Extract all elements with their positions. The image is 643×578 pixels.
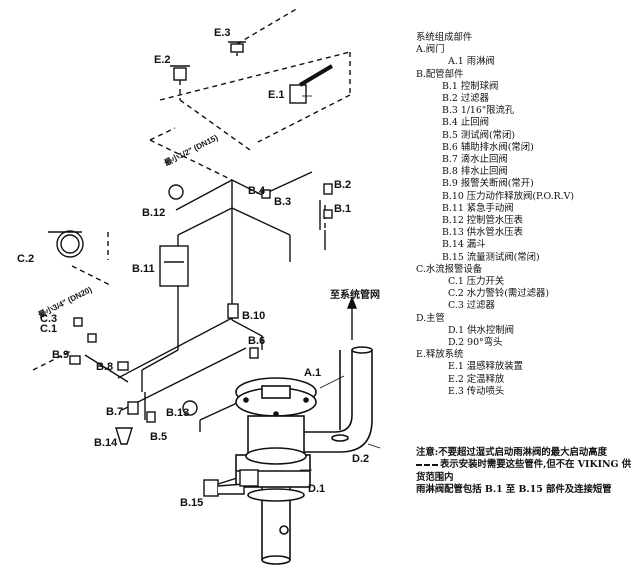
- label-b1: B.1: [334, 203, 351, 215]
- notes: 注意:不要超过湿式启动雨淋阀的最大启动高度 表示安装时需要这些管件,但不在 VI…: [416, 447, 638, 497]
- label-b5: B.5: [150, 431, 167, 443]
- label-b15: B.15: [180, 497, 203, 509]
- b4-check-valve-icon: [261, 189, 271, 199]
- legend-item: B.7 滴水止回阀: [442, 154, 508, 166]
- legend-item: D.1 供水控制阀: [448, 324, 514, 336]
- b15-flow-test-valve-icon: [203, 479, 219, 497]
- label-b2: B.2: [334, 179, 351, 191]
- legend-item: E.3 传动喷头: [448, 385, 505, 397]
- label-b13: B.13: [166, 407, 189, 419]
- legend-item: B.10 压力动作释放阀(P.O.R.V): [442, 190, 575, 202]
- c1-pressure-switch-icon: [73, 317, 83, 327]
- legend-item: B.9 报警关断阀(常开): [442, 178, 534, 190]
- leader-lines: [300, 95, 381, 471]
- b11-manual-release-box: [159, 245, 189, 287]
- elbow-riser: [304, 346, 373, 453]
- legend-title: 系统组成部件: [416, 32, 473, 43]
- b10-porv-icon: [227, 303, 239, 319]
- label-min-dn15: 最小1/2" (DN15): [162, 132, 219, 168]
- label-e2: E.2: [154, 54, 171, 66]
- b5-test-valve-icon: [146, 411, 156, 423]
- label-c2: C.2: [17, 253, 34, 265]
- d1-control-valve-icon: [239, 469, 259, 487]
- legend-group-label: A.阀门: [416, 44, 445, 56]
- legend-item: B.12 控制管水压表: [442, 215, 524, 227]
- b2-strainer-icon: [323, 183, 333, 195]
- legend-group-label: D.主管: [416, 312, 445, 324]
- component-legend: 系统组成部件 A.阀门 A.1 雨淋阀 B.配管部件 B.1 控制球阀 B.2 …: [416, 32, 640, 398]
- c2-water-motor-gong-icon: [48, 230, 84, 258]
- legend-item: B.3 1/16"限流孔: [442, 105, 515, 117]
- b7-drip-check-icon: [127, 401, 139, 415]
- b8-drain-check-icon: [117, 361, 129, 371]
- b13-gauge-icon: [182, 400, 198, 416]
- label-c3: C.3: [40, 313, 57, 325]
- b9-alarm-shutoff-icon: [69, 355, 81, 365]
- legend-group-label: E.释放系统: [416, 349, 464, 361]
- label-b14: B.14: [94, 437, 118, 449]
- release-system-piping: [32, 7, 351, 371]
- legend-item: C.3 过滤器: [448, 300, 495, 312]
- label-b12: B.12: [142, 207, 165, 219]
- note-dashed-legend: 表示安装时需要这些管件,但不在 VIKING 供货范围内: [416, 459, 638, 484]
- legend-item: B.14 漏斗: [442, 239, 486, 251]
- b12-gauge-icon: [168, 184, 184, 200]
- legend-item: B.13 供水管水压表: [442, 227, 524, 239]
- label-d2: D.2: [352, 453, 369, 465]
- label-e1: E.1: [268, 89, 285, 101]
- legend-group-label: C.水流报警设备: [416, 263, 483, 275]
- label-b8: B.8: [96, 361, 113, 373]
- label-b11: B.11: [132, 263, 155, 275]
- note-dashed-text: 表示安装时需要这些管件,但不在 VIKING 供货范围内: [416, 459, 632, 483]
- legend-item: C.2 水力警铃(需过滤器): [448, 288, 550, 300]
- legend-item: C.1 压力开关: [448, 276, 505, 288]
- e1-heat-release-icon: [289, 64, 334, 104]
- label-to-system: 至系统管网: [330, 288, 380, 301]
- label-b3: B.3: [274, 196, 291, 208]
- label-b10: B.10: [242, 310, 265, 322]
- legend-item: B.8 排水止回阀: [442, 166, 508, 178]
- b1-ball-valve-icon: [323, 209, 333, 219]
- system-diagram: E.3 E.2 E.1 B.2 B.1 B.4 B.3 B.12 B.11 B.…: [17, 7, 381, 565]
- legend-item: B.2 过滤器: [442, 93, 489, 105]
- legend-item: B.4 止回阀: [442, 117, 489, 129]
- label-b7: B.7: [106, 406, 123, 418]
- label-b4: B.4: [248, 185, 266, 197]
- e2-fixed-temp-icon: [170, 65, 190, 81]
- legend-item: B.1 控制球阀: [442, 80, 499, 92]
- label-b9: B.9: [52, 349, 69, 361]
- note-trim-scope: 雨淋阀配管包括 B.1 至 B.15 部件及连接短管: [416, 484, 612, 496]
- label-c1: C.1: [40, 323, 57, 335]
- label-a1: A.1: [304, 367, 321, 379]
- legend-group-label: B.配管部件: [416, 68, 464, 80]
- deluge-valve-body: [235, 377, 317, 465]
- legend-item: D.2 90°弯头: [448, 337, 503, 349]
- dashed-line-sample: [416, 463, 438, 466]
- label-b6: B.6: [248, 335, 265, 347]
- b14-drain-cup-icon: [115, 427, 133, 445]
- note-max-height: 注意:不要超过湿式启动雨淋阀的最大启动高度: [416, 447, 607, 458]
- e3-sprinkler-icon: [228, 41, 246, 53]
- label-min-dn20: 最小3/4" (DN20): [36, 284, 93, 320]
- label-d1: D.1: [308, 483, 325, 495]
- legend-item: B.11 紧急手动阀: [442, 202, 514, 214]
- label-e3: E.3: [214, 27, 231, 39]
- c3-strainer-icon: [87, 333, 97, 343]
- b6-aux-drain-icon: [249, 347, 259, 359]
- legend-item: B.15 流量测试阀(常闭): [442, 251, 540, 263]
- legend-item: E.2 定温释放: [448, 373, 505, 385]
- legend-item: B.5 测试阀(常闭): [442, 129, 516, 141]
- legend-item: A.1 雨淋阀: [448, 56, 495, 68]
- legend-item: E.1 温感释放装置: [448, 361, 524, 373]
- legend-item: B.6 辅助排水阀(常闭): [442, 141, 534, 153]
